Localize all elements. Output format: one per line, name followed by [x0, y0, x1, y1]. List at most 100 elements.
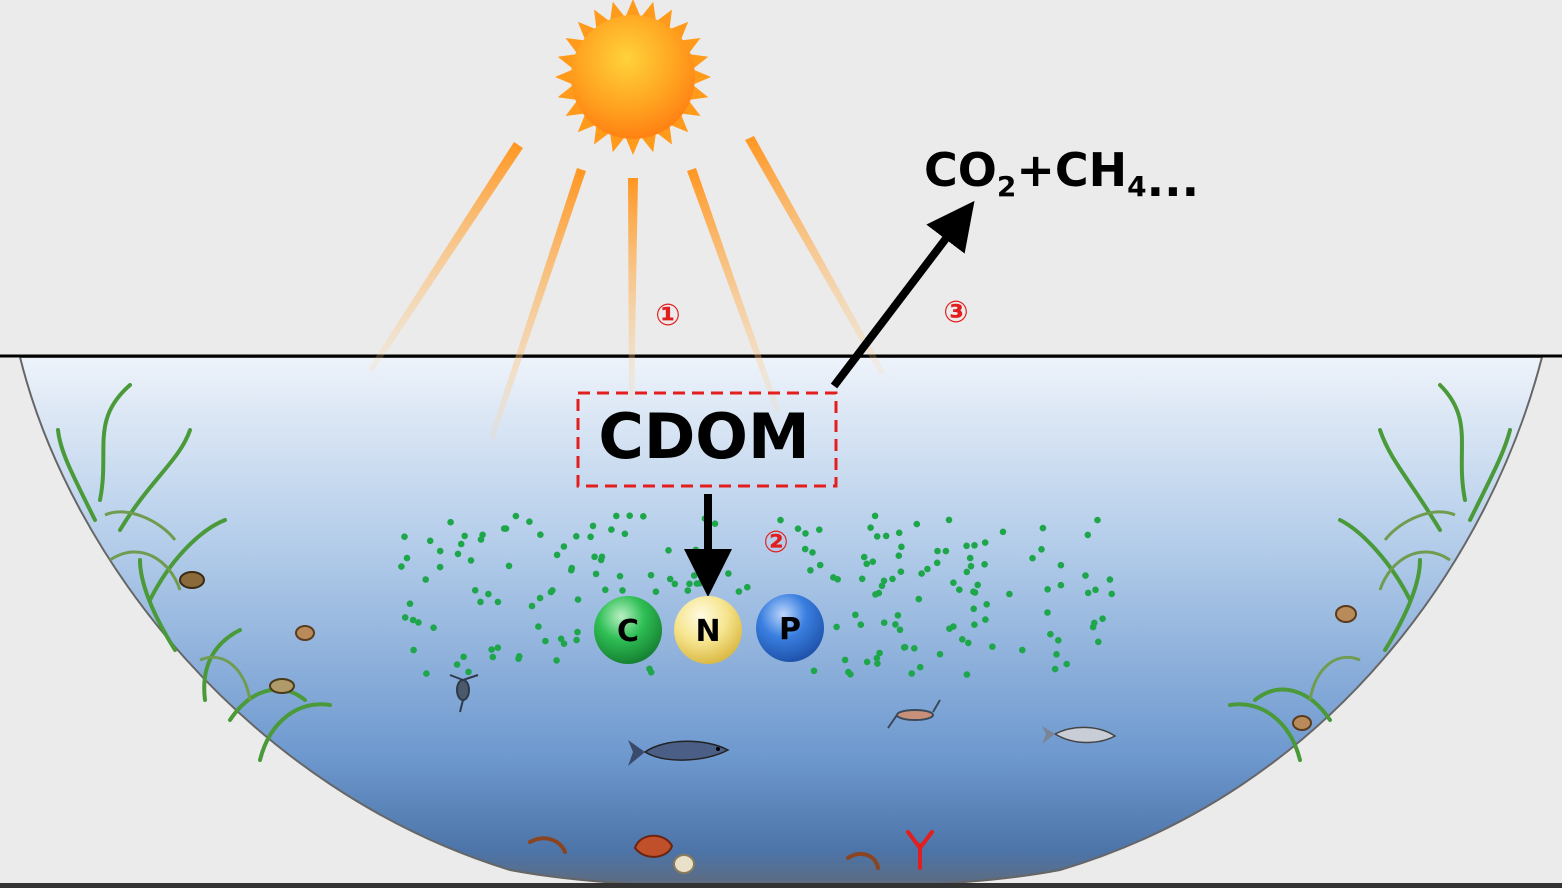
- nutrient-n: N: [674, 596, 742, 664]
- fish-icon: [628, 740, 730, 766]
- nutrient-c: C: [594, 596, 662, 664]
- dom-dot: [560, 543, 568, 550]
- dom-dot: [457, 540, 465, 548]
- dom-dot: [956, 586, 963, 593]
- dom-dot: [901, 643, 909, 651]
- dom-dot: [873, 654, 881, 662]
- dom-dot: [1094, 516, 1101, 524]
- dom-dot: [933, 559, 941, 567]
- dom-dot: [467, 557, 475, 564]
- ellipsis-text: ...: [1147, 153, 1199, 207]
- dom-dot: [1084, 589, 1092, 597]
- dom-dot: [454, 550, 462, 558]
- dom-dot: [574, 628, 581, 636]
- dom-dot: [983, 601, 990, 608]
- fish-icon: [1042, 726, 1117, 744]
- dom-dot: [916, 663, 924, 671]
- dom-dot: [686, 580, 693, 588]
- dom-dot: [646, 665, 653, 673]
- dom-dot: [801, 545, 809, 553]
- dom-dot: [666, 575, 674, 583]
- dom-dot: [500, 525, 508, 532]
- dom-dot: [896, 626, 904, 634]
- dom-dot: [936, 650, 944, 658]
- dom-dot: [460, 653, 467, 661]
- dom-dot: [942, 547, 950, 555]
- dom-dot: [878, 582, 886, 590]
- dom-dot: [882, 532, 890, 540]
- dom-dot: [598, 553, 606, 561]
- dom-dot: [963, 542, 970, 550]
- dom-dot: [602, 586, 609, 594]
- dom-dot: [744, 583, 751, 591]
- shrimp-icon: [528, 836, 880, 870]
- gas-product-label: CO2+CH4...: [924, 143, 1199, 207]
- sun-icon: [555, 0, 711, 155]
- dom-dot: [965, 639, 972, 647]
- dom-dot: [430, 624, 437, 631]
- dom-dot: [809, 549, 816, 556]
- dom-dot: [1044, 609, 1051, 616]
- dom-dot: [834, 576, 841, 583]
- dom-dot: [915, 595, 923, 603]
- dom-dot: [725, 570, 732, 577]
- dom-dot: [547, 588, 555, 596]
- dom-dot: [950, 623, 957, 630]
- cdom-dashed-box: [576, 391, 838, 488]
- dom-dot: [897, 568, 905, 575]
- dom-dot: [894, 612, 902, 619]
- dom-dot: [1047, 630, 1054, 638]
- dom-dot: [1082, 572, 1089, 579]
- dom-dot: [410, 646, 417, 654]
- dom-dot: [895, 529, 903, 537]
- dom-dot: [415, 619, 422, 626]
- dom-dot: [1006, 590, 1013, 598]
- dom-dot: [913, 520, 921, 528]
- aquatic-plant-icon: [56, 383, 332, 762]
- dom-dot: [436, 563, 444, 571]
- dom-dot: [794, 525, 802, 532]
- dom-dot: [1019, 646, 1026, 654]
- dom-dot: [873, 533, 881, 540]
- crayfish-icon: [906, 830, 934, 870]
- dom-dot: [874, 660, 881, 667]
- dom-dot: [512, 512, 520, 520]
- dom-dot: [426, 537, 434, 545]
- zooplankton-icon: [887, 699, 941, 729]
- aquatic-plant-icon: [1228, 383, 1512, 762]
- dom-dot: [436, 547, 444, 555]
- dom-dot: [970, 605, 977, 613]
- dom-dot: [841, 656, 849, 664]
- nutrient-n-label: N: [695, 614, 720, 649]
- nutrient-p-label: P: [779, 612, 801, 647]
- dom-dot: [857, 621, 865, 628]
- dom-dot: [692, 546, 700, 554]
- shrimp-icon: [633, 834, 674, 858]
- dom-dot: [967, 562, 975, 570]
- dom-dot: [485, 590, 492, 598]
- dom-dot: [406, 600, 414, 607]
- dom-dot: [489, 653, 497, 661]
- aquatic-plant-icon: [104, 510, 252, 701]
- nutrient-p: P: [756, 594, 824, 662]
- dom-dot: [945, 516, 953, 524]
- dom-dot: [652, 588, 660, 595]
- dom-dot: [684, 587, 692, 594]
- dom-dot: [471, 587, 479, 594]
- dom-dot: [777, 516, 784, 524]
- dom-dot: [403, 554, 411, 562]
- dom-dot: [704, 581, 711, 588]
- dom-dot: [423, 670, 430, 677]
- dom-dot: [401, 614, 409, 621]
- dom-dot: [876, 649, 883, 657]
- dom-dot: [845, 668, 852, 676]
- dom-dot: [860, 553, 868, 561]
- dom-dot: [1051, 665, 1059, 673]
- dom-dot: [1055, 637, 1062, 644]
- dom-dot: [616, 572, 624, 580]
- dom-dot: [816, 526, 823, 533]
- dom-dot: [1039, 524, 1047, 532]
- dom-dot: [567, 566, 575, 574]
- step-label-3: ③: [943, 295, 968, 330]
- step-label-2: ②: [763, 525, 788, 560]
